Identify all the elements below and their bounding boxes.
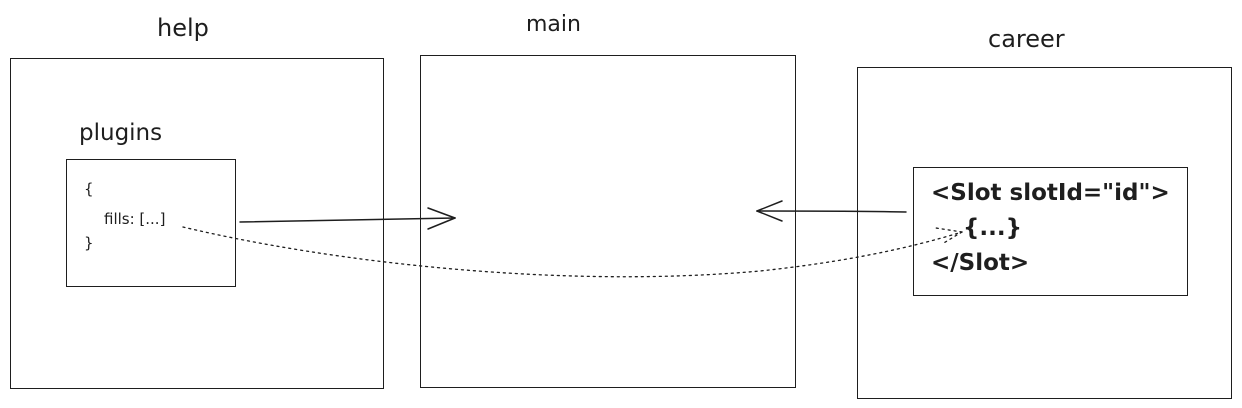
career-panel — [857, 67, 1232, 399]
main-panel — [420, 55, 796, 388]
fills-to-slot-dotted-arrow — [182, 226, 963, 278]
help-panel-title: help — [157, 14, 209, 42]
plugins-fills-line: fills: [...] — [104, 210, 166, 228]
slot-box — [913, 167, 1188, 296]
slot-content: {...} — [963, 215, 1022, 241]
slot-to-main-arrow — [756, 200, 907, 222]
help-panel — [10, 58, 384, 389]
plugins-to-main-arrow — [239, 207, 456, 230]
plugins-open-brace: { — [84, 180, 94, 198]
career-panel-title: career — [988, 25, 1065, 53]
slot-close-tag: </Slot> — [931, 250, 1030, 276]
main-panel-title: main — [526, 12, 581, 37]
plugins-box — [66, 159, 236, 287]
plugins-close-brace: } — [84, 234, 94, 252]
plugins-title: plugins — [79, 120, 163, 146]
slot-open-tag: <Slot slotId="id"> — [931, 180, 1170, 206]
